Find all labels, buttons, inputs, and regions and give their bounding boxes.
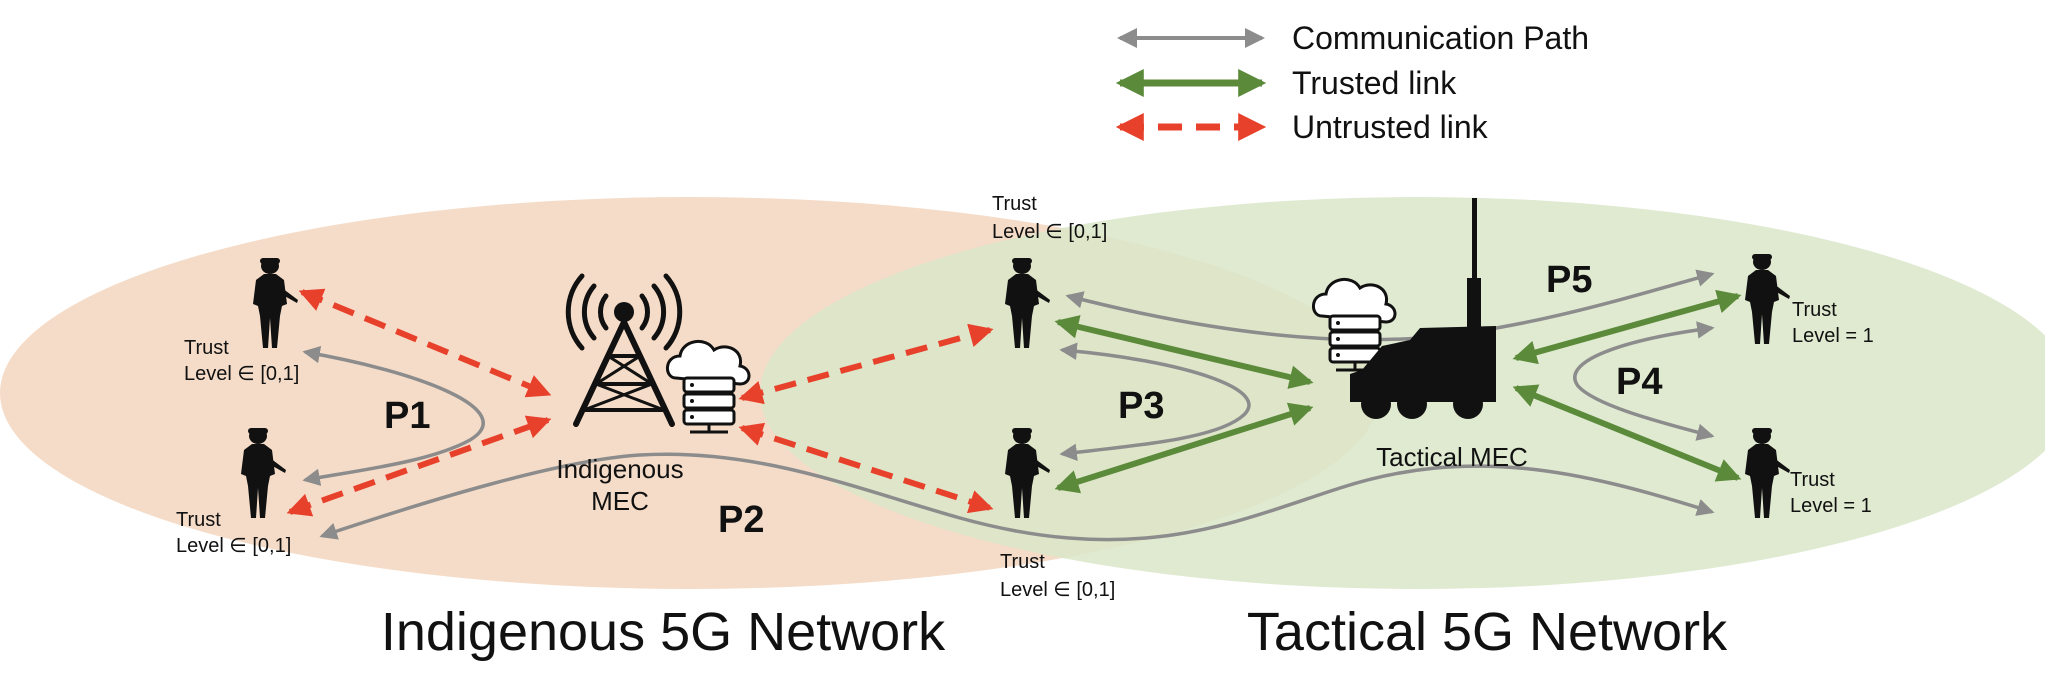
- untrusted-link-left-lower-soldier-tower: [286, 415, 552, 517]
- trusted-link-lower-soldier-truck: [1054, 402, 1314, 494]
- trusted-link-truck-right-upper-soldier: [1512, 289, 1742, 365]
- trust-level-tactical-lower: Level = 1: [1790, 495, 1872, 517]
- trust-level-tactical-upper: Level = 1: [1792, 325, 1874, 347]
- trust-level-shared-lower: Level ∈ [0,1]: [1000, 579, 1115, 601]
- path-p2-curve: [319, 452, 1715, 542]
- indigenous-mec-label-line2: MEC: [591, 486, 649, 516]
- legend-communication-path-label: Communication Path: [1292, 20, 1589, 56]
- trust-level-indigenous-upper: Level ∈ [0,1]: [184, 363, 299, 385]
- trust-label-shared-upper: Trust: [992, 193, 1037, 215]
- path-label-p3: P3: [1118, 385, 1164, 427]
- legend-trusted-link-label: Trusted link: [1292, 65, 1457, 101]
- trusted-link-truck-right-lower-soldier: [1512, 384, 1742, 482]
- tactical-mec-label: Tactical MEC: [1376, 442, 1528, 472]
- trust-label-tactical-lower: Trust: [1790, 469, 1835, 491]
- indigenous-mec-label-line1: Indigenous: [556, 454, 683, 484]
- legend-untrusted-link-label: Untrusted link: [1292, 109, 1489, 145]
- path-label-p1: P1: [384, 395, 430, 437]
- path-label-p2: P2: [718, 499, 764, 541]
- trust-label-indigenous-lower: Trust: [176, 509, 221, 531]
- trust-label-tactical-upper: Trust: [1792, 299, 1837, 321]
- cell-tower-icon: [565, 273, 683, 427]
- trust-level-indigenous-lower: Level ∈ [0,1]: [176, 535, 291, 557]
- indigenous-mec-server-icon: [666, 340, 751, 434]
- untrusted-link-mec-lower-soldier: [738, 422, 994, 514]
- path-label-p5: P5: [1546, 259, 1592, 301]
- untrusted-link-left-upper-soldier-tower: [298, 288, 552, 398]
- path-label-p4: P4: [1616, 361, 1662, 403]
- trust-label-shared-lower: Trust: [1000, 551, 1045, 573]
- indigenous-network-label: Indigenous 5G Network: [381, 602, 946, 662]
- untrusted-link-mec-upper-soldier: [738, 323, 994, 405]
- tactical-truck-icon: [1350, 198, 1496, 419]
- legend: Communication Path Trusted link Untruste…: [1115, 20, 1589, 145]
- trust-label-indigenous-upper: Trust: [184, 337, 229, 359]
- trusted-link-upper-soldier-truck: [1054, 315, 1314, 389]
- tactical-network-label: Tactical 5G Network: [1247, 602, 1728, 662]
- trust-level-shared-upper: Level ∈ [0,1]: [992, 221, 1107, 243]
- tactical-mec-server-icon: [1312, 278, 1397, 372]
